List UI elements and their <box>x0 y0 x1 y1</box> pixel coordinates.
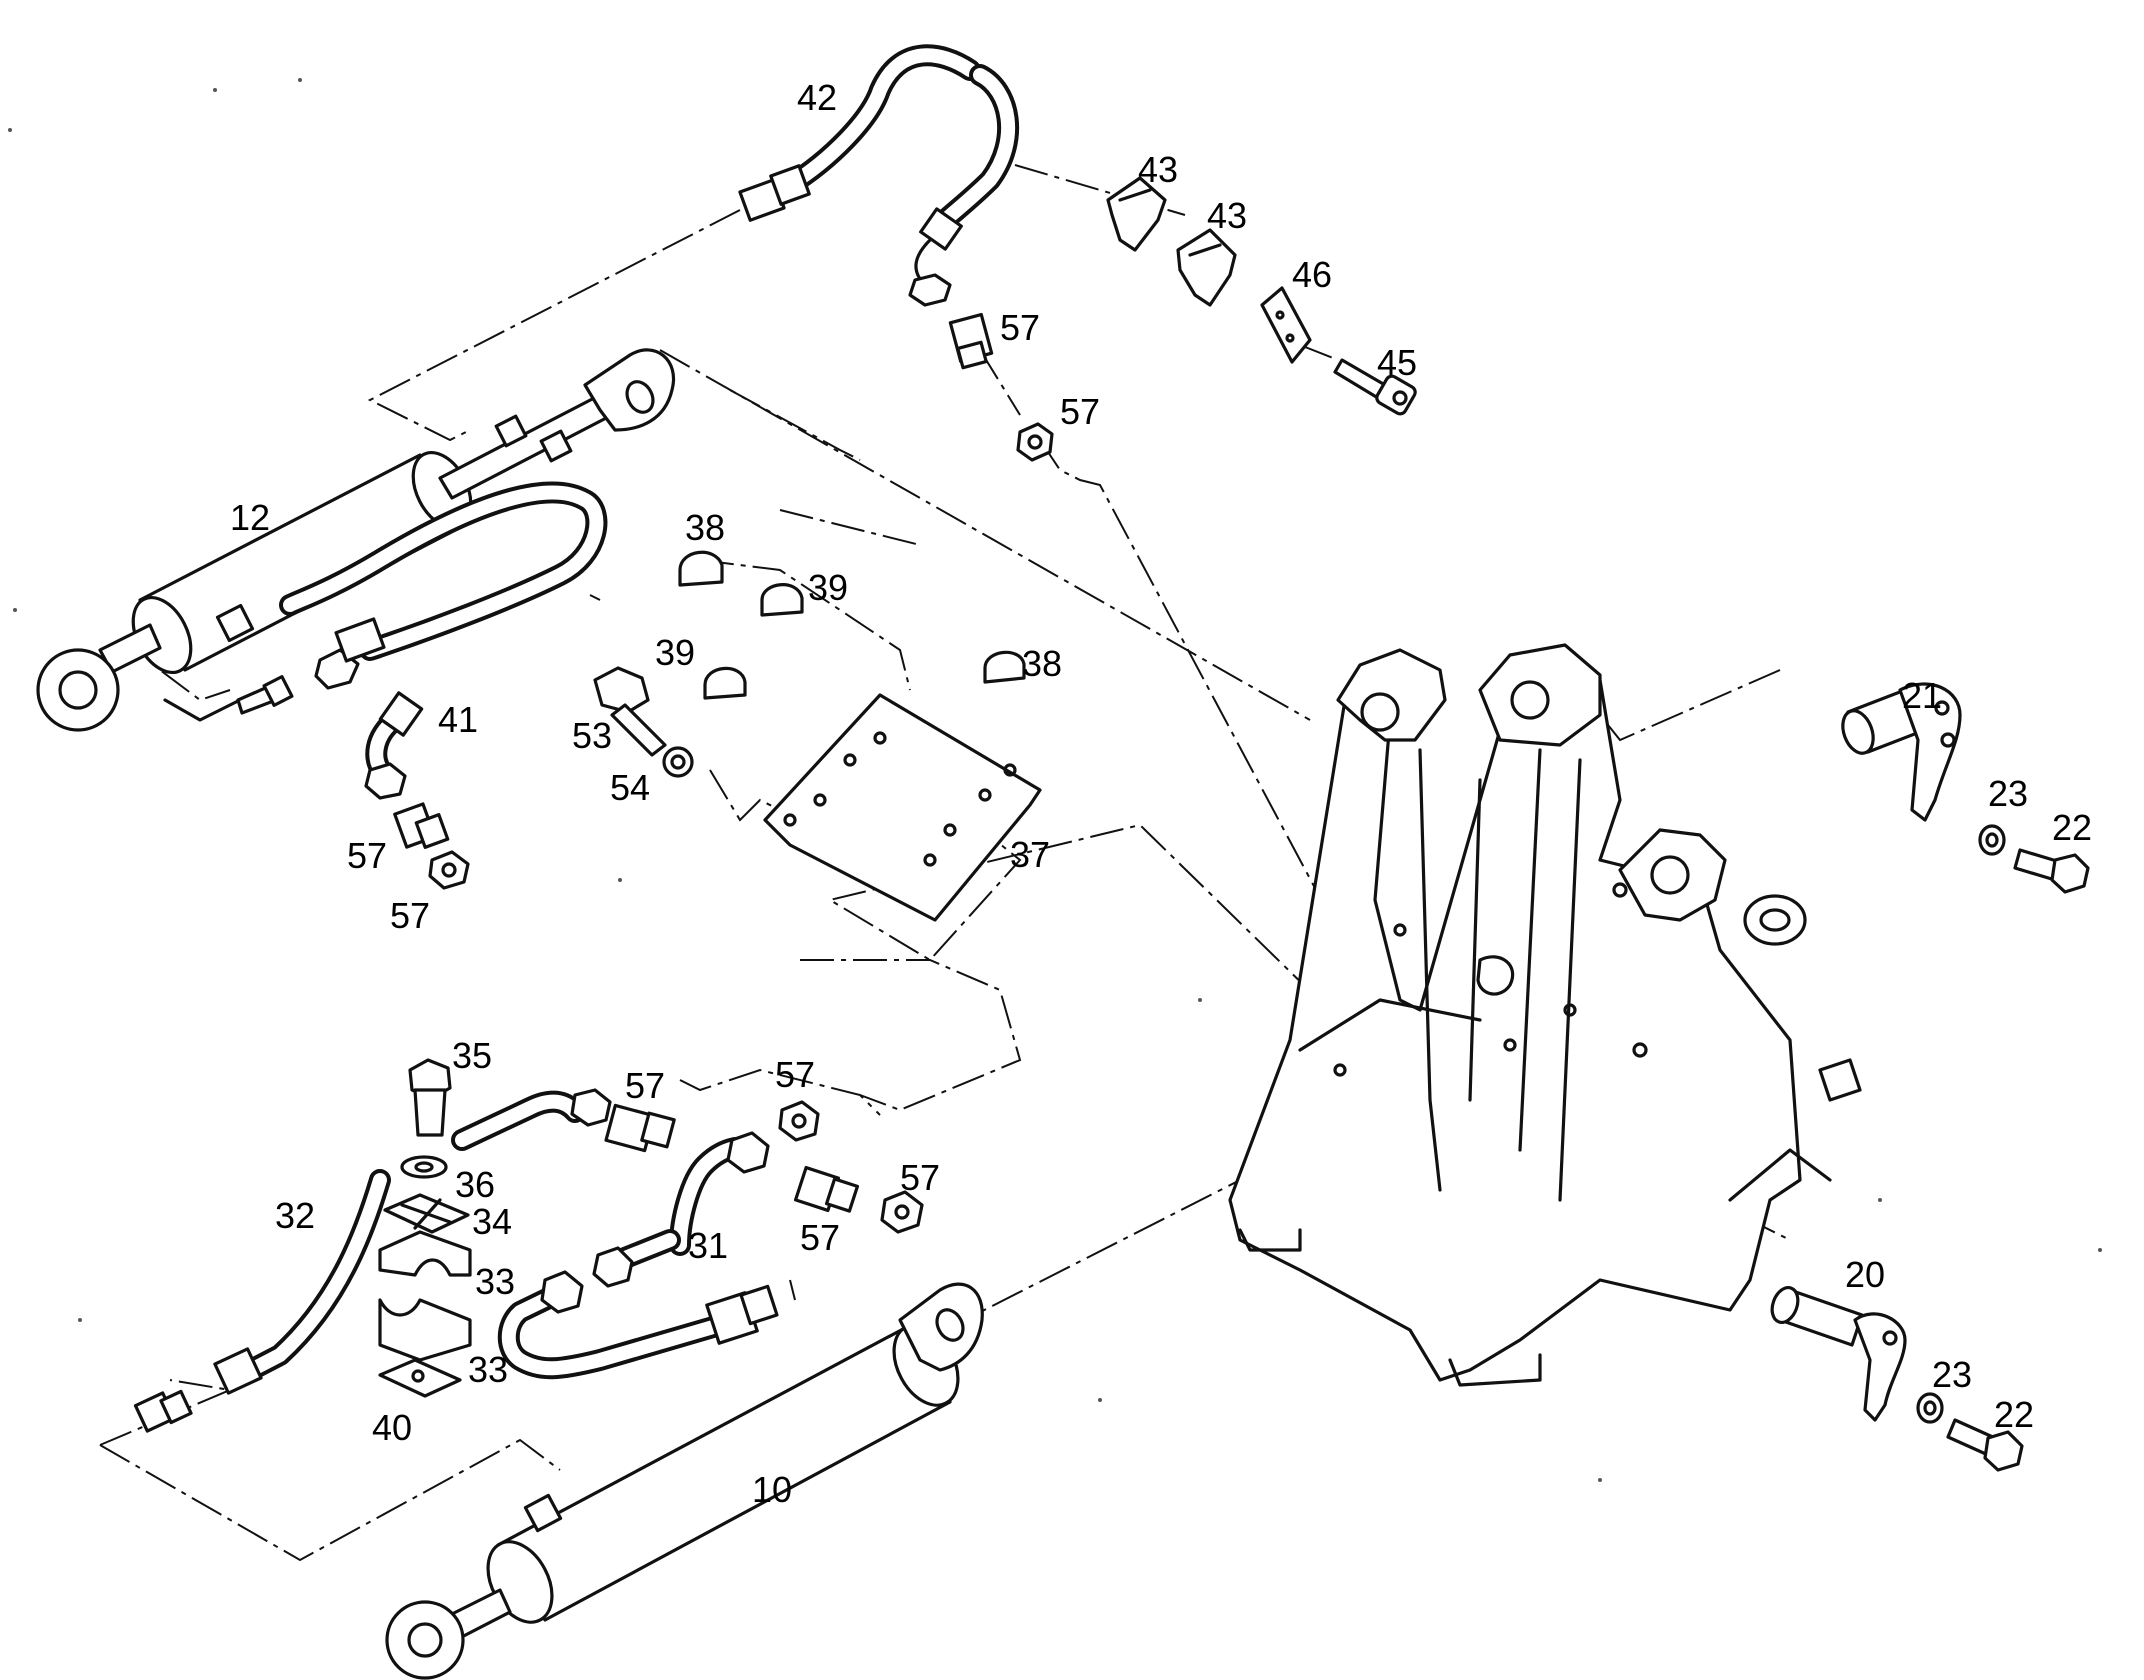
bolt-35 <box>408 1058 452 1137</box>
clamp-43-top <box>1106 176 1167 252</box>
hose-32 <box>133 1169 391 1433</box>
label-34: 34 <box>472 1201 512 1242</box>
label-36: 36 <box>455 1164 495 1205</box>
washer-36 <box>400 1155 448 1179</box>
washer-23b <box>1916 1392 1944 1424</box>
label-57-h: 57 <box>900 1157 940 1198</box>
clamp-43-bottom <box>1176 228 1237 307</box>
label-37: 37 <box>1010 834 1050 875</box>
label-35: 35 <box>452 1035 492 1076</box>
label-43-top: 43 <box>1138 149 1178 190</box>
label-23-bottom: 23 <box>1932 1354 1972 1395</box>
label-42: 42 <box>797 77 837 118</box>
fitting-57-upper <box>948 312 1054 462</box>
label-43-bottom: 43 <box>1207 195 1247 236</box>
clamp-33-lower <box>378 1298 472 1362</box>
label-22-bottom: 22 <box>1994 1394 2034 1435</box>
main-frame <box>1228 643 1862 1387</box>
label-22-top: 22 <box>2052 807 2092 848</box>
label-46: 46 <box>1292 254 1332 295</box>
screw-53 <box>593 666 667 757</box>
label-45: 45 <box>1377 342 1417 383</box>
clamp-33-upper <box>378 1230 472 1277</box>
hose-42 <box>738 44 1020 307</box>
label-39-left: 39 <box>655 632 695 673</box>
washer-54 <box>662 746 694 778</box>
label-12: 12 <box>230 497 270 538</box>
label-57-upper-nut: 57 <box>1060 391 1100 432</box>
plug-38b <box>983 650 1026 684</box>
label-33-upper: 33 <box>475 1261 515 1302</box>
label-32: 32 <box>275 1195 315 1236</box>
fitting-57-g <box>793 1165 860 1213</box>
label-38-left: 38 <box>685 507 725 548</box>
screw-45 <box>1333 358 1417 416</box>
label-57-e: 57 <box>625 1065 665 1106</box>
label-53: 53 <box>572 715 612 756</box>
cylinder-12 <box>36 348 676 732</box>
plug-39a <box>760 583 804 617</box>
hose-41 <box>279 481 608 800</box>
bolt-22a <box>2013 848 2090 894</box>
label-40: 40 <box>372 1407 412 1448</box>
nut-57-f <box>778 1100 820 1142</box>
plate-46 <box>1260 286 1312 364</box>
washer-23a <box>1978 824 2006 856</box>
label-57-upper: 57 <box>1000 307 1040 348</box>
plate-40 <box>378 1358 462 1398</box>
label-54: 54 <box>610 767 650 808</box>
fitting-57-e <box>604 1103 676 1153</box>
hose-31 <box>592 1131 770 1288</box>
label-38-right: 38 <box>1022 643 1062 684</box>
nut-57-h <box>880 1190 924 1234</box>
label-57-f: 57 <box>775 1054 815 1095</box>
label-33-lower: 33 <box>468 1349 508 1390</box>
label-57-left-nut: 57 <box>390 895 430 936</box>
label-31: 31 <box>688 1225 728 1266</box>
pin-20 <box>1770 1285 1907 1422</box>
bolt-22b <box>1946 1418 2024 1472</box>
plate-34 <box>383 1193 470 1234</box>
label-57-g: 57 <box>800 1217 840 1258</box>
label-20: 20 <box>1845 1254 1885 1295</box>
label-21: 21 <box>1902 675 1942 716</box>
label-57-left: 57 <box>347 835 387 876</box>
scan-specks <box>8 78 2102 1482</box>
cylinder-10 <box>385 1282 984 1680</box>
plug-39b <box>703 666 747 700</box>
callout-labels: 42 43 43 46 57 45 57 12 38 39 39 38 53 5… <box>230 77 2092 1510</box>
label-41: 41 <box>438 699 478 740</box>
label-10: 10 <box>752 1469 792 1510</box>
plate-37 <box>763 693 1042 922</box>
fitting-57-left <box>393 802 470 890</box>
elbow-57-top <box>451 1088 612 1151</box>
label-39-right: 39 <box>808 567 848 608</box>
label-23-top: 23 <box>1988 773 2028 814</box>
plug-38a <box>678 550 724 587</box>
pin-21 <box>1841 682 1962 822</box>
tube-assembly <box>497 1270 779 1380</box>
